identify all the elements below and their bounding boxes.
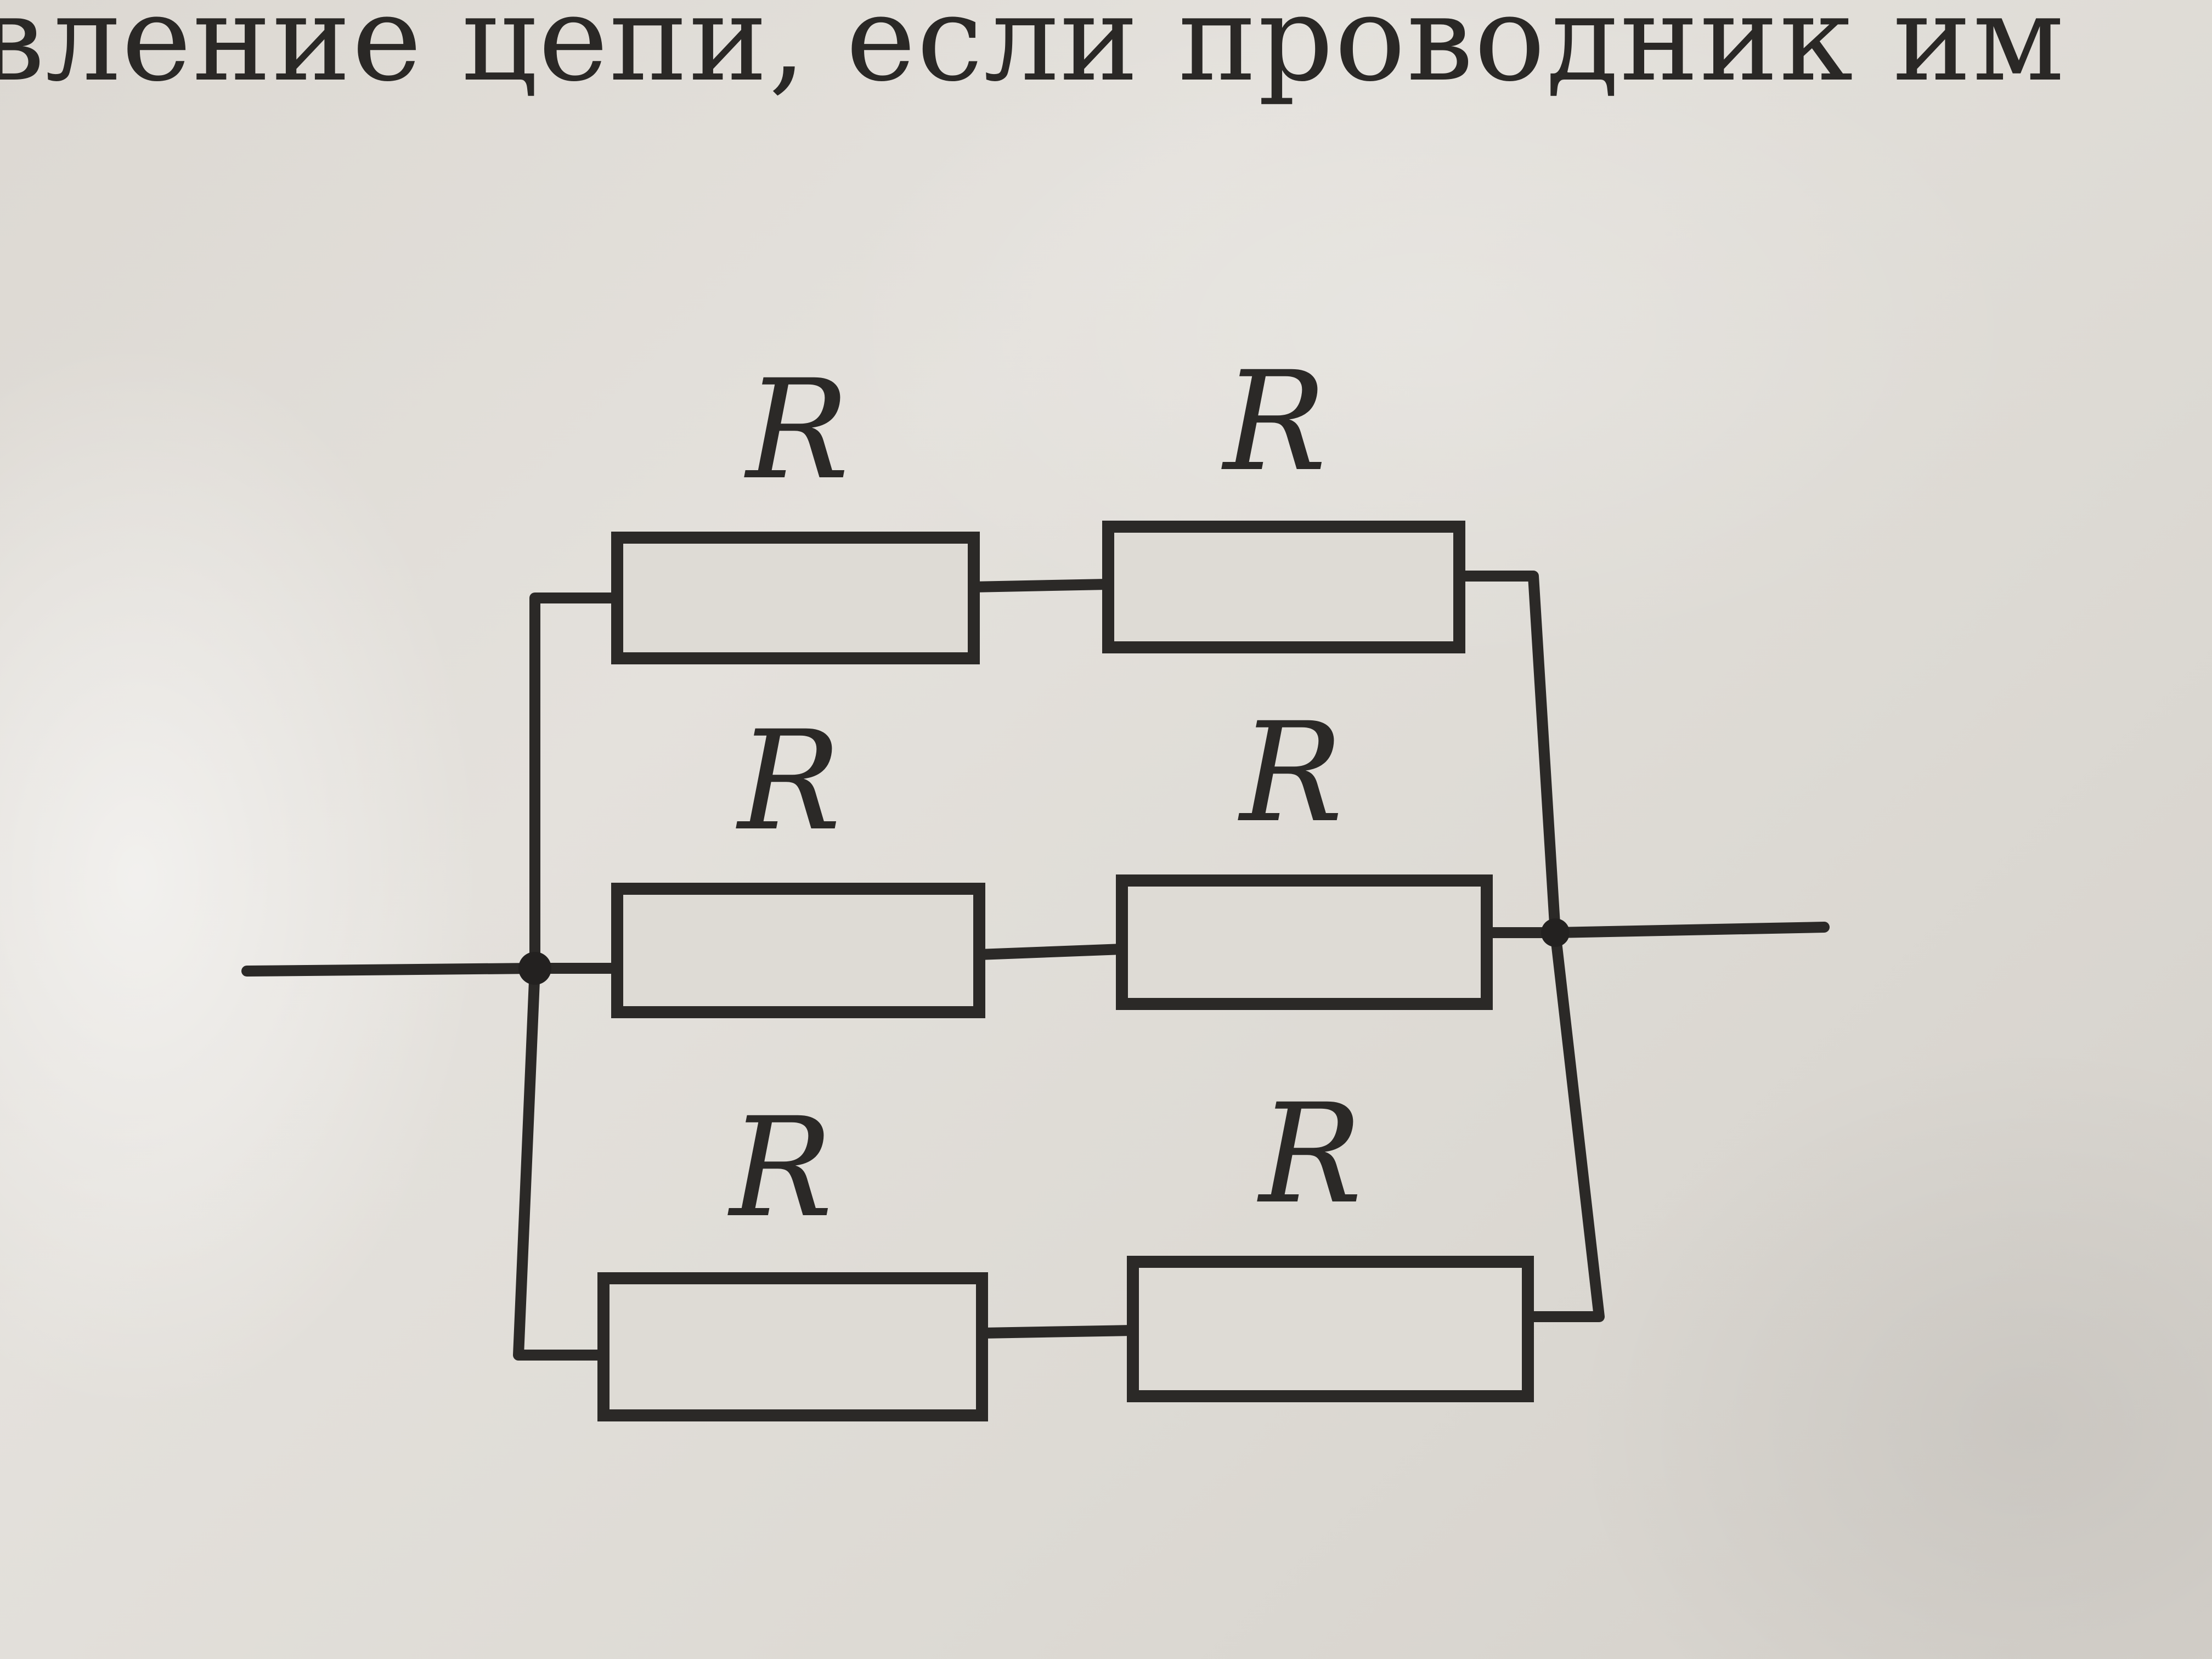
middle-branch-link-wire bbox=[974, 944, 1127, 960]
bottom-branch-link-wire bbox=[977, 1325, 1138, 1339]
top-branch-link-wire bbox=[966, 579, 1114, 592]
resistor-middle-right bbox=[1116, 874, 1493, 1010]
resistor-label-middle-right: R bbox=[1238, 693, 1343, 853]
resistor-top-right bbox=[1102, 521, 1465, 653]
resistor-label-top-right: R bbox=[1221, 342, 1327, 501]
output-lead-wire bbox=[1550, 922, 1830, 938]
resistor-label-bottom-left: R bbox=[727, 1088, 833, 1248]
left-junction-node bbox=[518, 952, 551, 985]
resistor-label-bottom-right: R bbox=[1257, 1074, 1362, 1234]
right-junction-node bbox=[1541, 918, 1570, 947]
resistor-bottom-left bbox=[597, 1272, 988, 1421]
resistor-middle-left bbox=[611, 883, 985, 1018]
resistor-top-left bbox=[611, 532, 980, 664]
input-lead-wire bbox=[241, 963, 540, 977]
resistor-label-middle-left: R bbox=[736, 701, 841, 861]
resistor-bottom-right bbox=[1127, 1256, 1534, 1402]
resistor-label-top-left: R bbox=[744, 350, 849, 510]
question-text-line: вление цепи, если проводник им bbox=[0, 0, 2066, 108]
